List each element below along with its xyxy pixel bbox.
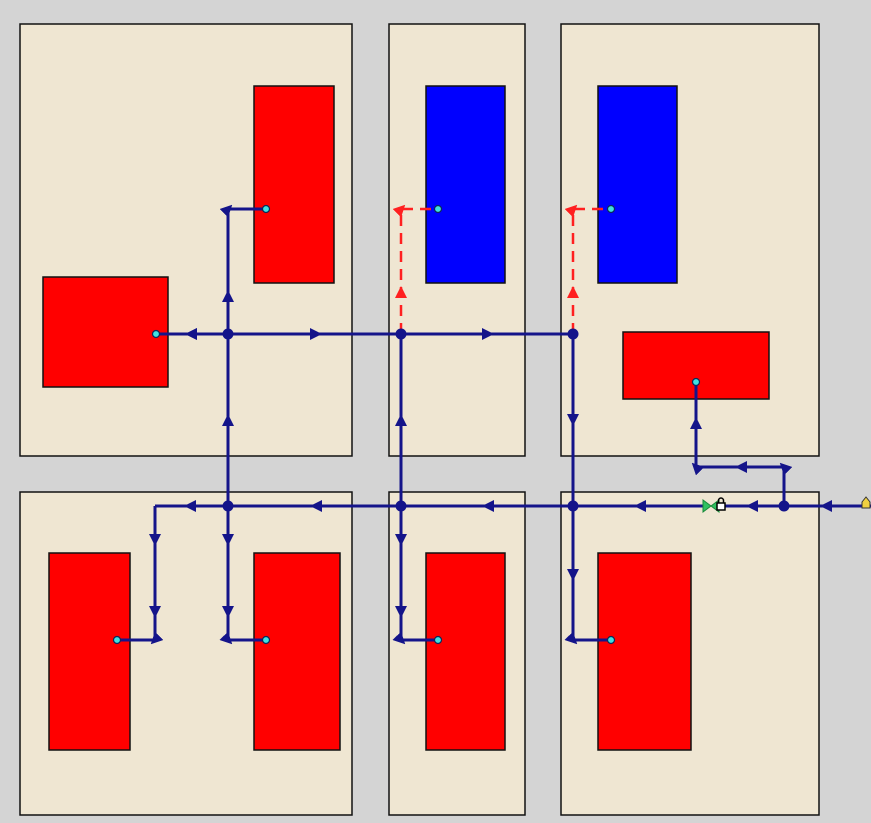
- terminals: [112, 204, 701, 645]
- pipe-drop-bottom-left-b[interactable]: [219, 506, 266, 645]
- junction-node-1[interactable]: [222, 328, 234, 340]
- source-icon[interactable]: [861, 496, 871, 509]
- pending-link-top-right[interactable]: [564, 204, 611, 334]
- pending-link-top-middle[interactable]: [392, 204, 438, 334]
- pipe-drop-bottom-right[interactable]: [564, 506, 611, 645]
- terminal-node-8[interactable]: [433, 635, 443, 645]
- network-pipes: [117, 204, 871, 645]
- pipe-drop-bottom-middle[interactable]: [392, 506, 438, 645]
- junction-node-6[interactable]: [567, 500, 579, 512]
- pipe-branch-top-right-lower[interactable]: [690, 382, 793, 506]
- unit-top-right-upper[interactable]: [597, 85, 678, 284]
- junction-node-7[interactable]: [778, 500, 790, 512]
- unit-top-left-lower[interactable]: [42, 276, 169, 388]
- lock-icon: [716, 497, 726, 511]
- units: [42, 85, 770, 751]
- unit-bottom-middle[interactable]: [425, 552, 506, 751]
- terminal-node-5[interactable]: [691, 377, 701, 387]
- junction-node-4[interactable]: [222, 500, 234, 512]
- pending-connections: [392, 204, 611, 334]
- junction-node-2[interactable]: [395, 328, 407, 340]
- junction-node-5[interactable]: [395, 500, 407, 512]
- unit-bottom-right[interactable]: [597, 552, 692, 751]
- terminal-node-4[interactable]: [606, 204, 616, 214]
- terminal-node-2[interactable]: [261, 204, 271, 214]
- terminal-node-9[interactable]: [606, 635, 616, 645]
- terminal-node-1[interactable]: [151, 329, 161, 339]
- pipe-riser-left-up[interactable]: [219, 204, 266, 334]
- terminal-node-3[interactable]: [433, 204, 443, 214]
- junctions: [222, 328, 790, 512]
- unit-bottom-left-a[interactable]: [48, 552, 131, 751]
- zones: [19, 23, 820, 816]
- pipe-drop-bottom-left-a[interactable]: [117, 506, 164, 645]
- junction-node-3[interactable]: [567, 328, 579, 340]
- terminal-node-6[interactable]: [112, 635, 122, 645]
- unit-top-middle[interactable]: [425, 85, 506, 284]
- unit-top-left-upper[interactable]: [253, 85, 335, 284]
- terminal-node-7[interactable]: [261, 635, 271, 645]
- unit-bottom-left-b[interactable]: [253, 552, 341, 751]
